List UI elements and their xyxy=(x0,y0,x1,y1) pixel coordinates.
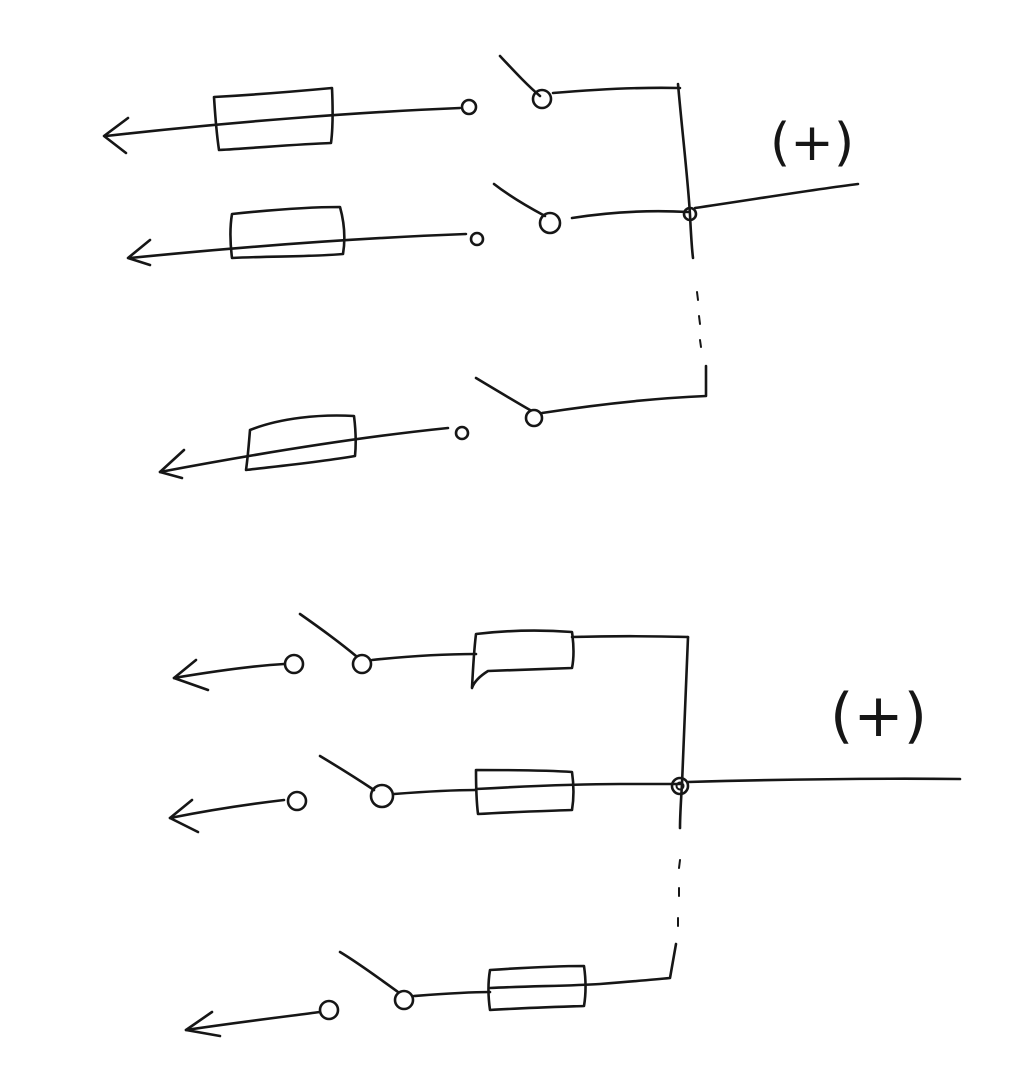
bottom-circuit: (+) xyxy=(168,612,962,1038)
arrow-left-icon xyxy=(104,106,462,138)
wire xyxy=(370,652,478,662)
switch-contact xyxy=(318,999,340,1021)
junction-node-inner xyxy=(675,781,685,791)
terminal-label: (+) xyxy=(770,113,854,173)
resistor xyxy=(229,205,346,260)
switch-pivot xyxy=(369,783,395,809)
arrow-left-icon xyxy=(184,1010,322,1032)
switch-contact xyxy=(469,231,485,247)
wire xyxy=(392,788,478,796)
resistor xyxy=(212,86,334,152)
top-circuit: (+) xyxy=(102,54,860,480)
bottom-branch-2 xyxy=(168,754,682,834)
resistor xyxy=(487,964,587,1012)
arrow-left-icon xyxy=(158,426,450,474)
arrow-head xyxy=(172,658,210,692)
resistor xyxy=(474,768,575,816)
terminal-label: (+) xyxy=(830,681,927,751)
top-branch-1 xyxy=(102,54,682,155)
switch-pivot xyxy=(351,653,373,675)
switch-blade xyxy=(474,376,532,412)
arrow-head xyxy=(184,1010,222,1038)
switch-pivot xyxy=(538,211,562,235)
wire xyxy=(570,209,690,220)
common-bus xyxy=(676,82,695,260)
wire xyxy=(412,990,492,998)
continuation-dots xyxy=(696,291,702,348)
top-branch-2 xyxy=(126,182,690,267)
common-bus xyxy=(678,635,690,830)
switch-blade xyxy=(298,612,358,658)
wire xyxy=(570,634,690,639)
switch-contact xyxy=(283,653,305,675)
arrow-head xyxy=(102,116,130,155)
switch-blade xyxy=(318,754,376,792)
junction-node xyxy=(682,206,698,222)
arrow-head xyxy=(158,448,186,480)
wire xyxy=(474,782,682,791)
switch-pivot xyxy=(393,989,415,1011)
switch-contact xyxy=(454,425,470,441)
supply-wire xyxy=(686,777,962,784)
switch-blade xyxy=(492,182,547,218)
continuation-dots xyxy=(677,859,681,927)
top-branch-3 xyxy=(158,364,708,480)
switch-pivot xyxy=(531,88,553,110)
arrow-head xyxy=(126,238,152,267)
switch-blade xyxy=(338,950,400,994)
arrow-left-icon xyxy=(172,662,286,680)
wire xyxy=(540,364,708,415)
switch-blade xyxy=(498,54,542,98)
switch-contact xyxy=(460,98,478,116)
bottom-branch-3 xyxy=(184,942,678,1038)
switch-pivot xyxy=(524,408,544,428)
arrow-left-icon xyxy=(128,232,468,260)
arrow-head xyxy=(168,798,200,834)
arrow-left-icon xyxy=(168,798,286,820)
wire xyxy=(551,86,682,95)
supply-wire xyxy=(693,182,860,210)
switch-contact xyxy=(286,790,308,812)
resistor xyxy=(470,629,575,690)
wire xyxy=(488,942,678,990)
junction-node xyxy=(670,776,690,796)
bottom-branch-1 xyxy=(172,612,690,692)
resistor xyxy=(244,414,357,472)
